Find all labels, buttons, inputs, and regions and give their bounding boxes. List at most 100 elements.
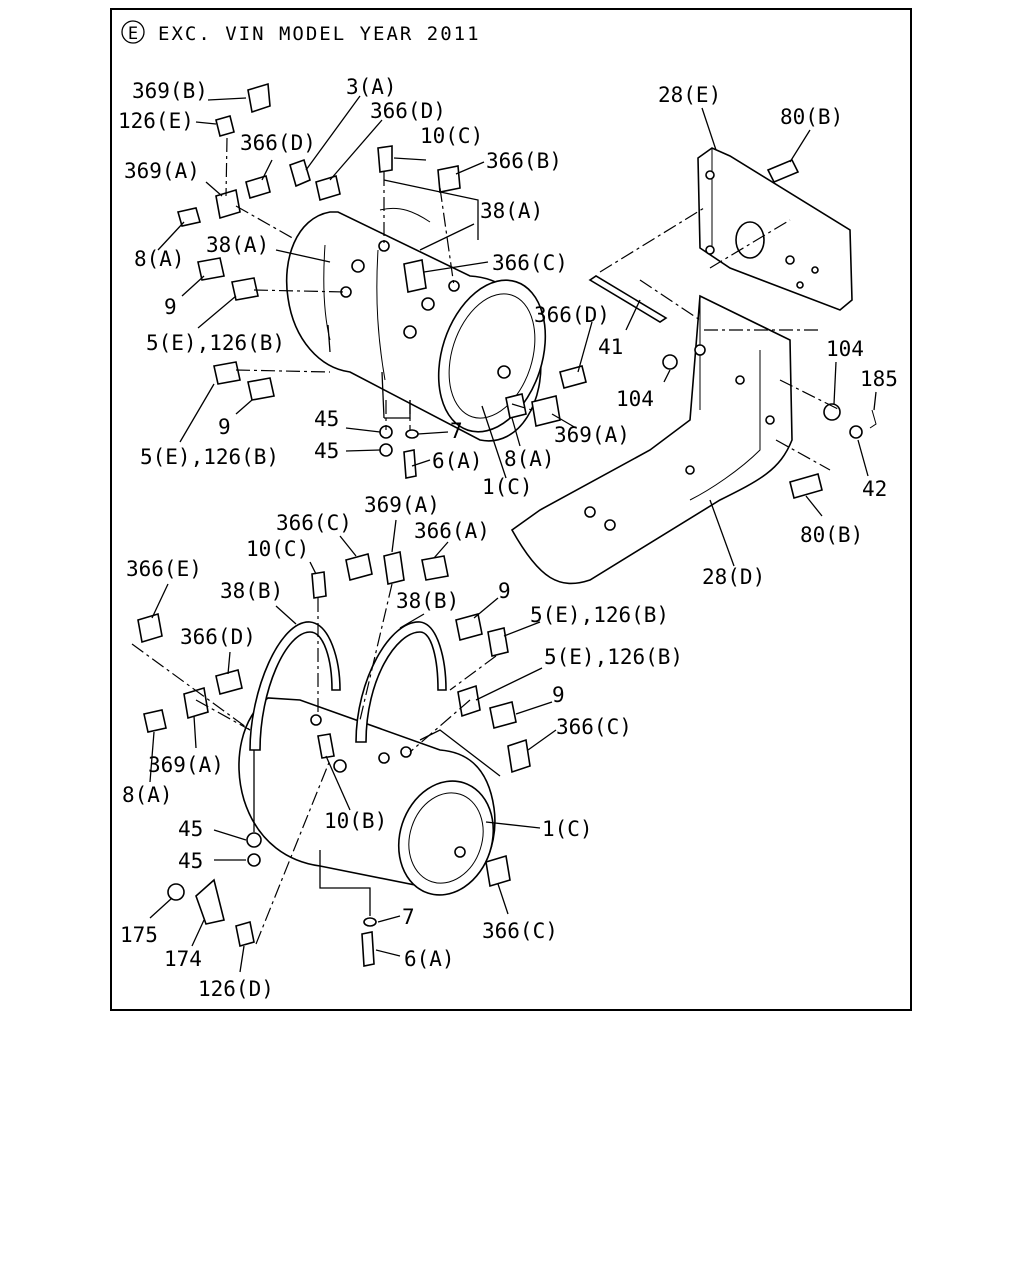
label-41: 41 [598,335,623,359]
label-8a-a: 8(A) [134,247,185,271]
label-174: 174 [164,947,202,971]
fitting-126e [215,115,235,137]
header-marker: E [128,24,138,44]
label-369a-a: 369(A) [124,159,200,183]
label-126e: 126(E) [118,109,194,133]
lower-fittings [137,551,531,967]
lower-tank-end-cap [397,780,495,896]
fitting-9-lower [247,377,275,401]
label-369b: 369(B) [132,79,208,103]
label-366d-a: 366(D) [370,99,446,123]
label-366c-c: 366(C) [556,715,632,739]
label-7-a: 7 [450,419,463,443]
label-38a-b: 38(A) [206,233,269,257]
label-6a-a: 6(A) [432,449,483,473]
label-104-b: 104 [616,387,654,411]
diagram-frame [110,8,912,1011]
label-9-c: 9 [498,579,511,603]
header: E EXC. VIN MODEL YEAR 2011 [121,20,481,45]
fitting-3a [289,158,311,188]
label-369a-b: 369(A) [554,423,630,447]
fitting-366d-b [315,174,341,202]
label-10c-b: 10(C) [246,537,309,561]
label-9-d: 9 [552,683,565,707]
label-38b-a: 38(B) [220,579,283,603]
fitting-8a-right [505,393,527,419]
label-80b-b: 80(B) [800,523,863,547]
drain-6a-upper [403,449,417,479]
strap-38b-right [355,621,447,743]
label-9-a: 9 [164,295,177,319]
fitting-5e-lower-a [487,627,509,657]
ring-7-upper [405,429,419,439]
bolt-80b-upper [766,158,800,184]
label-5e-b: 5(E),126(B) [140,445,279,469]
label-38b-b: 38(B) [396,589,459,613]
fitting-366d-right [559,365,587,389]
label-45-d: 45 [178,849,203,873]
fitting-366a [421,555,449,581]
nut-45-d [247,853,261,867]
lower-air-tank [238,621,496,896]
label-45-a: 45 [314,407,339,431]
fitting-369a-lower [383,551,405,585]
label-1c-b: 1(C) [542,817,593,841]
label-9-b: 9 [218,415,231,439]
upper-air-tank [285,207,547,442]
fitting-10c-upper [377,145,393,173]
fitting-369b [247,82,271,114]
label-366e: 366(E) [126,557,202,581]
label-80b-a: 80(B) [780,105,843,129]
fitting-366e [137,612,163,644]
fitting-366c-right [507,738,531,774]
label-10c-a: 10(C) [420,124,483,148]
marker-circle [121,20,145,44]
bolt-80b-lower [789,473,823,499]
nut-45-c [246,832,262,848]
pin-185 [869,409,877,429]
fitting-9-lower-a [455,613,483,641]
label-8a-b: 8(A) [504,447,555,471]
fitting-5e-lower [213,361,241,385]
label-5e-a: 5(E),126(B) [146,331,285,355]
label-45-c: 45 [178,817,203,841]
label-5e-d: 5(E),126(B) [544,645,683,669]
fitting-369a-upper [215,188,241,220]
fitting-366b [437,165,461,193]
fitting-9-lower-b [489,701,517,729]
nut-45-b [379,443,393,457]
label-104-a: 104 [826,337,864,361]
leader-lines [149,95,877,973]
label-366b: 366(B) [486,149,562,173]
part-174 [195,878,225,925]
part-labels: 369(B) 126(E) 3(A) 366(D) 366(D) 10(C) 3… [118,75,898,1001]
label-45-b: 45 [314,439,339,463]
label-369a-c: 369(A) [364,493,440,517]
label-366c-d: 366(C) [482,919,558,943]
upper-tank-end-cap [437,279,547,433]
label-126d: 126(D) [198,977,274,1001]
header-title: EXC. VIN MODEL YEAR 2011 [158,23,481,45]
fitting-8a-upper [176,207,202,227]
label-7-b: 7 [402,905,415,929]
upper-fittings [176,82,587,479]
bracket-guide-lines [599,207,841,471]
ring-7-lower [363,917,377,927]
part-175 [167,883,185,901]
fitting-126d [235,920,255,948]
upper-guide-lines [225,137,533,430]
fitting-8a-lower [143,709,167,733]
label-38a-a: 38(A) [480,199,543,223]
fitting-369a-right [531,395,561,427]
fitting-366c-lower [345,553,373,581]
fitting-5e-upper [231,277,259,301]
fitting-366c-end [485,854,511,888]
fitting-366d-upper [245,174,271,200]
fitting-366c-upper [403,259,427,293]
fitting-369a-left [183,686,209,720]
label-366d-d: 366(D) [180,625,256,649]
label-366c-a: 366(C) [492,251,568,275]
label-366a: 366(A) [414,519,490,543]
label-6a-b: 6(A) [404,947,455,971]
fitting-10b [317,733,335,759]
